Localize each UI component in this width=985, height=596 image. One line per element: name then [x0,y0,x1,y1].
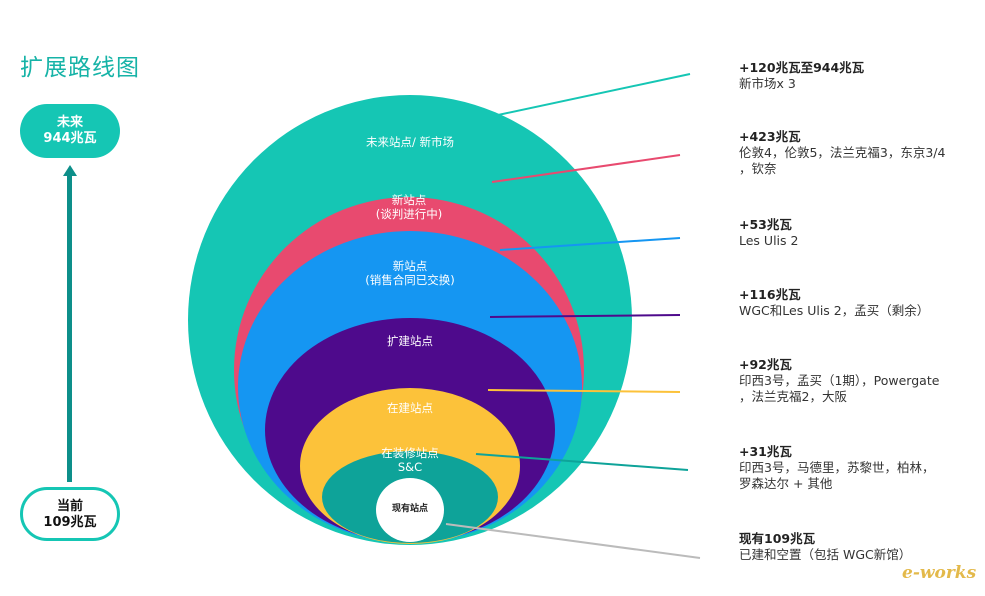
annotation-heading: +120兆瓦至944兆瓦 [739,60,865,75]
annotation-heading: +423兆瓦 [739,129,801,144]
circle-label-2: 新站点(谈判进行中) [375,193,443,221]
annotation-detail: 已建和空置（包括 WGC新馆） [739,547,912,562]
annotation-7: 现有109兆瓦已建和空置（包括 WGC新馆） [739,531,911,563]
circle-label-5: 在建站点 [387,401,433,415]
eworks-logo: e-works [902,563,977,583]
annotation-detail: Les Ulis 2 [739,233,799,248]
page-title: 扩展路线图 [20,55,140,81]
leader-line-3 [499,237,681,251]
circle-label-1: 未来站点/ 新市场 [365,135,455,149]
annotation-5: +92兆瓦印西3号，孟买（1期），Powergate，法兰克福2，大阪 [739,357,939,405]
annotation-heading: +53兆瓦 [739,217,792,232]
annotation-heading: +92兆瓦 [739,357,792,372]
annotation-detail: WGC和Les Ulis 2，孟买（剩余） [739,303,930,318]
future-label: 未来 [56,115,83,130]
leader-line-7 [445,523,701,559]
current-label: 当前 [56,499,83,514]
annotation-detail: 印西3号，孟买（1期），Powergate，法兰克福2，大阪 [739,373,940,404]
leader-line-5 [487,389,681,393]
current-value: 109兆瓦 [43,515,97,530]
future-value: 944兆瓦 [43,131,97,146]
annotation-2: +423兆瓦伦敦4，伦敦5，法兰克福3，东京3/4，钦奈 [739,129,945,177]
annotation-heading: +31兆瓦 [739,444,792,459]
annotation-heading: +116兆瓦 [739,287,801,302]
annotation-6: +31兆瓦印西3号，马德里，苏黎世，柏林，罗森达尔 + 其他 [739,444,934,492]
future-capacity-pill: 未来 944兆瓦 [20,104,120,158]
annotation-1: +120兆瓦至944兆瓦新市场x 3 [739,60,864,92]
leader-line-2 [491,154,681,183]
circle-layer-7 [376,478,444,542]
leader-line-6 [475,453,689,471]
leader-line-4 [489,314,681,318]
current-capacity-pill: 当前 109兆瓦 [20,487,120,541]
leader-line-1 [497,73,691,116]
annotation-detail: 新市场x 3 [739,76,796,91]
arrow-up-icon [63,165,77,176]
annotation-detail: 印西3号，马德里，苏黎世，柏林，罗森达尔 + 其他 [739,460,935,491]
timeline-arrow-shaft [67,174,72,482]
circle-label-3: 新站点(销售合同已交换) [365,259,455,287]
annotation-heading: 现有109兆瓦 [739,531,816,546]
annotation-detail: 伦敦4，伦敦5，法兰克福3，东京3/4，钦奈 [739,145,946,176]
circle-label-4: 扩建站点 [387,334,433,348]
circle-label-7: 现有站点 [391,504,429,514]
